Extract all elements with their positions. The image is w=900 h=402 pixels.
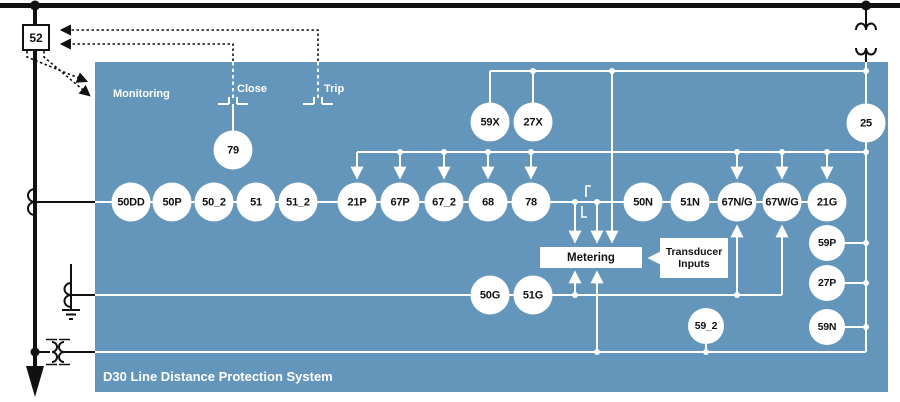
device-67n-g: 67N/G	[717, 182, 757, 222]
station-bus	[0, 3, 900, 368]
transducer-inputs-box: Transducer Inputs	[660, 238, 728, 278]
device-27p: 27P	[809, 265, 845, 301]
device-59p: 59P	[809, 225, 845, 261]
trip-label: Trip	[324, 83, 345, 95]
tap-bracket-icon	[581, 185, 591, 218]
metering-box: Metering	[540, 247, 642, 268]
device-50n: 50N	[623, 182, 663, 222]
device-51: 51	[236, 182, 276, 222]
device-27x: 27X	[513, 102, 553, 142]
device-68: 68	[468, 182, 508, 222]
diagram-title: D30 Line Distance Protection System	[103, 369, 333, 384]
device-21p: 21P	[337, 182, 377, 222]
device-50p: 50P	[152, 182, 192, 222]
device-67-2: 67_2	[424, 182, 464, 222]
bus-junction-dot	[30, 0, 40, 11]
junction-dots	[397, 68, 869, 355]
trip-signal-line	[59, 24, 319, 61]
bus-junction-dot	[861, 0, 871, 11]
device-51-2: 51_2	[278, 182, 318, 222]
device-51g: 51G	[513, 275, 553, 315]
device-59x: 59X	[470, 102, 510, 142]
phase-ct-symbol	[27, 188, 95, 216]
ground-symbol	[62, 309, 80, 320]
bus-vt-symbol	[855, 8, 877, 62]
monitoring-signal-line	[43, 51, 91, 97]
close-label: Close	[237, 83, 267, 95]
device-50g: 50G	[470, 275, 510, 315]
line-vt-symbol	[35, 338, 95, 366]
device-79: 79	[213, 130, 253, 170]
device-59-2: 59_2	[688, 308, 724, 344]
device-59n: 59N	[809, 309, 845, 345]
breaker-52: 52	[22, 24, 50, 51]
device-50-2: 50_2	[194, 182, 234, 222]
device-67p: 67P	[380, 182, 420, 222]
monitoring-label: Monitoring	[113, 88, 170, 100]
device-67w-g: 67W/G	[762, 182, 802, 222]
line-arrowhead	[26, 366, 44, 397]
ground-ct-symbol	[63, 264, 95, 310]
device-21g: 21G	[807, 182, 847, 222]
monitoring-signal-line	[26, 51, 89, 83]
breaker-control-signals	[26, 24, 319, 97]
device-50dd: 50DD	[111, 182, 151, 222]
close-signal-line	[59, 38, 234, 61]
device-25: 25	[846, 103, 886, 143]
close-contact-icon	[218, 62, 248, 105]
trip-contact-icon	[303, 62, 333, 105]
device-78: 78	[511, 182, 551, 222]
device-51n: 51N	[670, 182, 710, 222]
